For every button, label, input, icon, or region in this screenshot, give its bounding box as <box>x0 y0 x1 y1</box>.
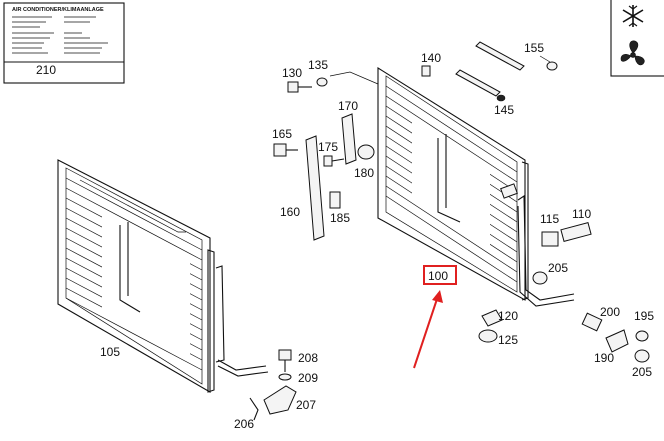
callout-160: 160 <box>280 205 300 219</box>
callout-175: 175 <box>318 140 338 154</box>
screw-175: 175 <box>318 140 345 167</box>
callout-205-upper: 205 <box>548 261 568 275</box>
condenser-100-frame <box>377 67 526 301</box>
washer-209: 209 <box>278 371 318 385</box>
mount-125: 125 <box>478 329 518 347</box>
callout-195: 195 <box>634 309 654 323</box>
cap-115: 115 <box>540 212 559 247</box>
highlight-callout-100[interactable]: 100 <box>413 265 457 369</box>
callout-208: 208 <box>298 351 318 365</box>
callout-180: 180 <box>354 166 374 180</box>
condenser-105-frame <box>57 159 211 393</box>
callout-185: 185 <box>330 211 350 225</box>
callout-105: 105 <box>100 345 120 359</box>
bolt-130: 130 <box>282 66 312 93</box>
label-plate-text-lines <box>12 16 108 54</box>
condenser-100-pipe <box>517 194 575 301</box>
label-plate: AIR CONDITIONER/KLIMAANLAGE 210 <box>3 2 125 84</box>
callout-155: 155 <box>524 41 544 55</box>
callout-145: 145 <box>494 103 514 117</box>
callout-110: 110 <box>572 207 591 221</box>
condenser-100-bracket <box>437 134 461 223</box>
snowflake-icon <box>622 5 644 27</box>
clamp-207: 207 <box>263 385 316 415</box>
seal-strip-145: 145 <box>455 69 514 117</box>
highlight-arrow-shaft <box>413 295 439 369</box>
clip-140: 140 <box>421 51 441 77</box>
dryer-fitting-200: 200 <box>581 305 620 332</box>
bolt-165: 165 <box>272 127 298 157</box>
label-plate-title: AIR CONDITIONER/KLIMAANLAGE <box>12 7 104 13</box>
highlight-box <box>423 265 457 285</box>
callout-165: 165 <box>272 127 292 141</box>
bracket-190: 190 <box>594 329 629 365</box>
symbol-box-frame <box>610 0 664 77</box>
symbol-box <box>610 0 664 77</box>
callout-207: 207 <box>296 398 316 412</box>
bolt-208: 208 <box>278 349 318 372</box>
clip-206: 206 <box>234 397 259 431</box>
highlight-arrow-head <box>432 290 443 303</box>
callout-135: 135 <box>308 58 328 72</box>
callout-100: 100 <box>428 269 448 283</box>
callout-115: 115 <box>540 212 559 226</box>
mount-120: 120 <box>481 309 518 327</box>
bracket-160: 160 <box>280 135 325 241</box>
callout-130: 130 <box>282 66 302 80</box>
callout-206: 206 <box>234 417 254 431</box>
callout-120: 120 <box>498 309 518 323</box>
fitting-110: 110 <box>560 207 592 243</box>
callout-200: 200 <box>600 305 620 319</box>
bracket-170: 170 <box>338 99 358 165</box>
condenser-assembly-105: 105 <box>57 159 269 393</box>
callout-170: 170 <box>338 99 358 113</box>
callout-210: 210 <box>36 63 56 77</box>
callout-140: 140 <box>421 51 441 65</box>
condenser-assembly-100 <box>377 67 575 307</box>
washer-135: 135 <box>308 58 328 87</box>
nut-205-lower: 205 <box>632 349 652 379</box>
pad-185: 185 <box>329 191 350 225</box>
grommet-180: 180 <box>354 144 375 180</box>
callout-125: 125 <box>498 333 518 347</box>
fan-icon <box>620 40 645 66</box>
callout-205-lower: 205 <box>632 365 652 379</box>
callout-190: 190 <box>594 351 614 365</box>
nut-205-upper: 205 <box>532 261 568 285</box>
condenser-105-bracket <box>119 222 141 313</box>
leader-130-135 <box>329 71 379 85</box>
callout-209: 209 <box>298 371 318 385</box>
seal-strip-155: 155 <box>475 41 558 71</box>
label-plate-frame <box>3 2 125 84</box>
bolt-195: 195 <box>634 309 654 342</box>
condenser-105-pipe <box>215 265 225 363</box>
